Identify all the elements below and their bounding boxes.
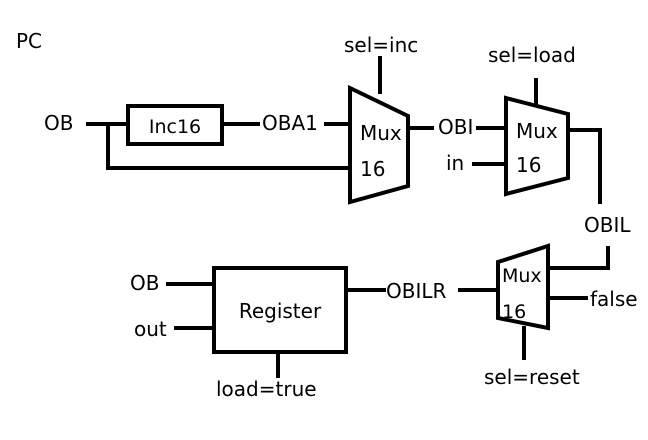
- mux3-block: [496, 243, 550, 331]
- mux2-label-bottom: 16: [516, 153, 541, 177]
- signal-in: in: [446, 151, 464, 175]
- signal-sel-inc: sel=inc: [344, 33, 418, 57]
- mux3-label-bottom: 16: [502, 301, 526, 323]
- signal-ob-input: OB: [44, 111, 73, 135]
- mux2-block: [504, 95, 570, 197]
- register-block: [212, 266, 348, 354]
- inc16-block: [126, 104, 224, 146]
- wires-bottom: [166, 246, 610, 378]
- signal-obil: OBIL: [584, 213, 631, 237]
- signal-ob-register: OB: [130, 271, 159, 295]
- signal-false: false: [590, 287, 638, 311]
- diagram-title: PC: [16, 29, 42, 53]
- mux1-label-top: Mux: [360, 121, 402, 145]
- mux2-label-top: Mux: [516, 119, 558, 143]
- signal-sel-reset: sel=reset: [484, 365, 580, 389]
- signal-out: out: [134, 317, 167, 341]
- inc16-label: Inc16: [149, 116, 201, 138]
- signal-load-true: load=true: [216, 377, 317, 401]
- signal-oba1: OBA1: [262, 111, 318, 135]
- wires-top: [86, 56, 602, 204]
- mux1-label-bottom: 16: [360, 157, 385, 181]
- signal-obi: OBI: [438, 115, 473, 139]
- mux1-block: [348, 84, 410, 205]
- mux3-label-top: Mux: [502, 265, 542, 287]
- signal-sel-load: sel=load: [488, 43, 576, 67]
- register-label: Register: [239, 299, 322, 323]
- signal-obilr: OBILR: [386, 279, 447, 303]
